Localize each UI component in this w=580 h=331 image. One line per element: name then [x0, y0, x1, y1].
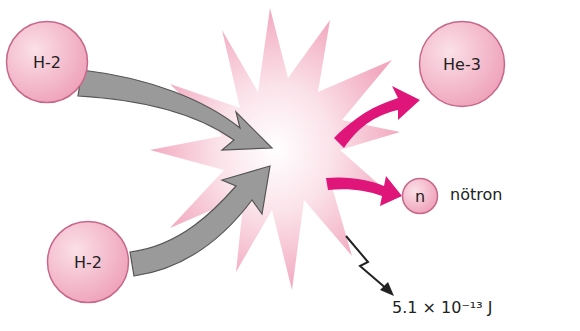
- particle-name: He-3: [443, 55, 481, 74]
- output-arrow: [334, 86, 420, 148]
- particle-circle: H-2: [5, 20, 89, 104]
- particle-label: nötron: [450, 185, 502, 204]
- energy-bolt-head: [380, 282, 394, 296]
- output-arrow: [326, 176, 402, 206]
- input-arrow: [78, 70, 272, 150]
- input-arrow: [130, 166, 270, 276]
- energy-bolt: [346, 236, 388, 290]
- particle-circle: He-3: [418, 20, 506, 108]
- particle-circle: H-2: [46, 220, 130, 304]
- particle-name: H-2: [74, 253, 102, 272]
- particle-name: H-2: [33, 53, 61, 72]
- energy-label: 5.1 × 10⁻¹³ J: [392, 298, 492, 317]
- particle-name: n: [415, 187, 425, 206]
- particle-circle: n: [401, 177, 439, 215]
